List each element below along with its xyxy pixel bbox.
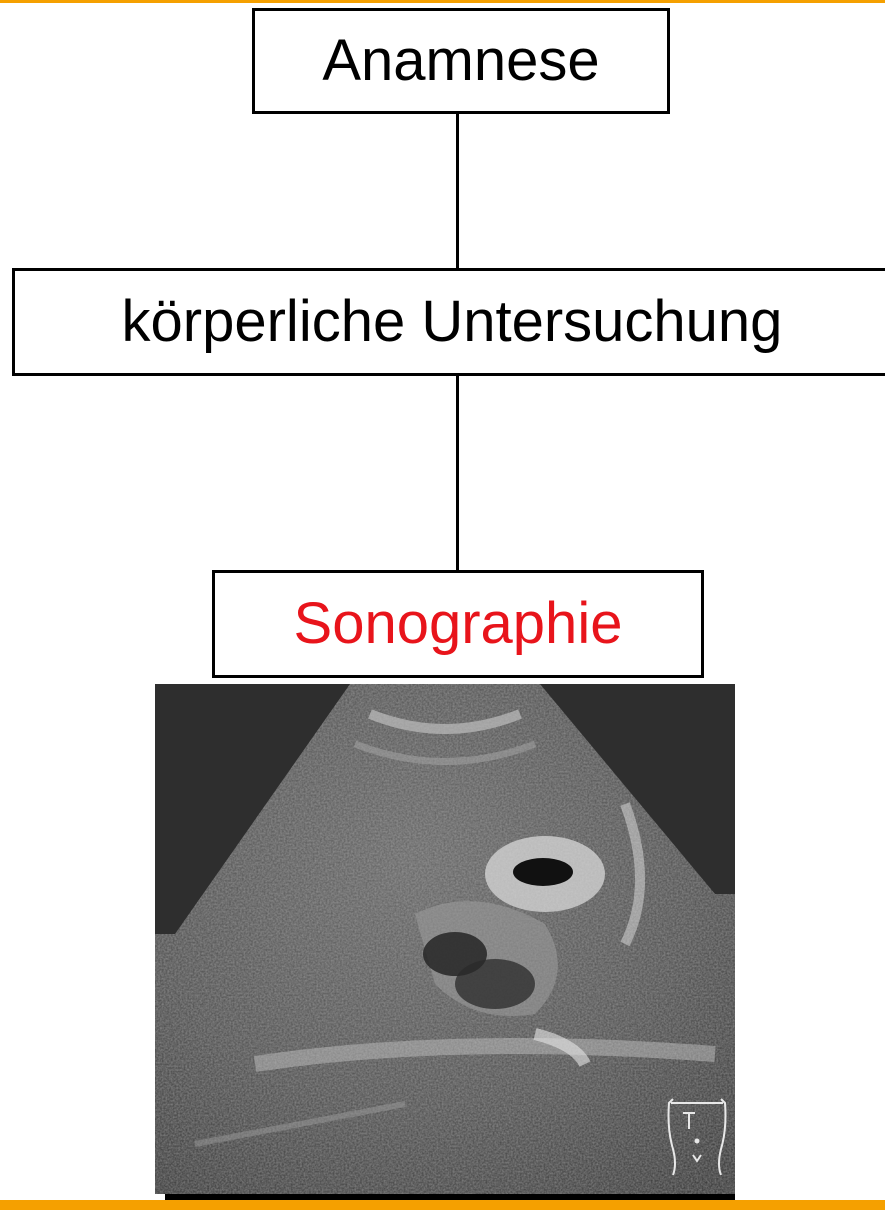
step-sonographie: Sonographie — [212, 570, 704, 678]
ultrasound-scan-graphic — [155, 684, 735, 1194]
connector-2 — [456, 376, 459, 572]
step-label-untersuchung: körperliche Untersuchung — [122, 293, 783, 351]
step-label-anamnese: Anamnese — [322, 32, 599, 90]
step-koerperliche-untersuchung: körperliche Untersuchung — [12, 268, 885, 376]
step-anamnese: Anamnese — [252, 8, 670, 114]
top-accent-line — [0, 0, 885, 3]
ultrasound-image — [155, 684, 735, 1194]
bottom-accent-line — [0, 1200, 885, 1210]
connector-1 — [456, 114, 459, 270]
step-label-sonographie: Sonographie — [294, 595, 623, 653]
